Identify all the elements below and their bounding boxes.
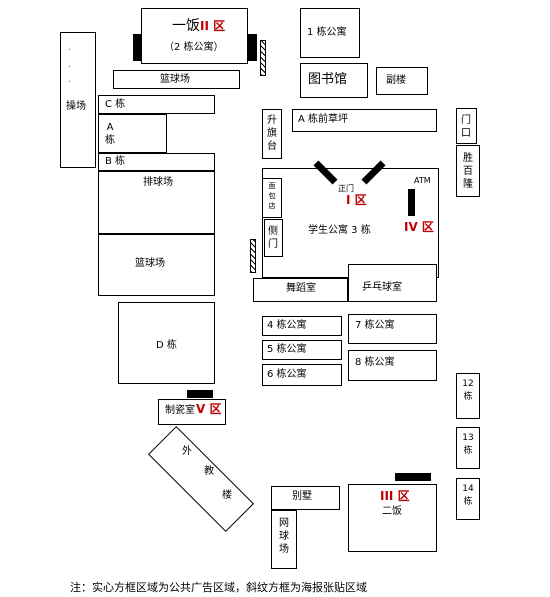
gate-label: 门口 — [461, 115, 471, 139]
marker-dot: . — [68, 60, 71, 70]
tennis-court-block — [271, 510, 297, 569]
ad-panel-zone4 — [408, 189, 415, 216]
volleyball-label: 排球场 — [143, 177, 173, 188]
dorm-1-label: 1 栋公寓 — [307, 27, 347, 38]
pingpong-room-block — [348, 264, 437, 302]
playground-block — [60, 32, 96, 168]
flag-platform-block — [262, 109, 282, 159]
a-building-block — [98, 114, 167, 153]
basketball-top-label: 篮球场 — [160, 74, 190, 85]
d-building-block — [118, 302, 215, 384]
dorm-13-label: 13 栋 — [462, 433, 474, 456]
a-lawn-label: A 栋前草坪 — [298, 114, 349, 125]
ad-panel-zone3 — [395, 473, 431, 481]
bread-shop-block — [262, 178, 282, 218]
zone-1-label: I 区 — [346, 193, 367, 207]
canteen-1-sub: （2 栋公寓） — [164, 42, 224, 53]
canteen-2-label: 二饭 — [382, 506, 402, 517]
student-apt-label: 学生公寓 3 栋 — [308, 225, 371, 236]
dance-room-label: 舞蹈室 — [286, 283, 316, 294]
playground-label: 操场 — [66, 101, 86, 112]
canteen-1-name: 一饭 — [172, 18, 200, 34]
foreign-teacher-label-3: 楼 — [222, 490, 232, 501]
side-gate-block — [264, 219, 283, 257]
a-building-label: A 栋 — [105, 122, 115, 146]
main-gate-label: 正门 — [338, 184, 354, 193]
tennis-court-label: 网球场 — [279, 518, 289, 555]
marker-dot: . — [68, 75, 71, 85]
dorm-4-label: 4 栋公寓 — [267, 320, 307, 331]
library-block — [300, 63, 368, 98]
dorm-8-block — [348, 350, 437, 381]
atm-label: ATM — [414, 176, 431, 185]
dorm-5-block — [262, 340, 342, 360]
dorm-12-block — [456, 373, 480, 419]
marker-dot: . — [68, 43, 71, 53]
dorm-13-block — [456, 427, 480, 469]
dorm-8-label: 8 栋公寓 — [355, 357, 395, 368]
volleyball-court-block — [98, 171, 215, 234]
ceramics-room-block — [158, 399, 226, 425]
fulou-block — [376, 67, 428, 95]
canteen-1-block — [141, 8, 248, 64]
flag-platform-label: 升旗台 — [267, 115, 277, 152]
b-building-label: B 栋 — [105, 156, 126, 167]
ceramics-room-label: 制瓷室 — [165, 405, 195, 416]
dorm-14-block — [456, 478, 480, 520]
c-building-label: C 栋 — [105, 99, 126, 110]
zone-5-label: V 区 — [196, 402, 222, 416]
shengbailong-block — [456, 145, 480, 197]
b-building-block — [98, 153, 215, 171]
basketball-mid-label: 篮球场 — [135, 258, 165, 269]
foreign-teacher-label-1: 外 — [182, 446, 192, 457]
dorm-1-block — [300, 8, 360, 58]
dorm-7-label: 7 栋公寓 — [355, 320, 395, 331]
a-lawn-block — [292, 109, 437, 132]
ad-panel-canteen1-right — [248, 34, 257, 61]
poster-area-side — [250, 239, 256, 273]
dorm-7-block — [348, 314, 437, 344]
gate-block — [456, 108, 477, 144]
basketball-court-top — [113, 70, 240, 89]
shengbailong-label: 胜百隆 — [463, 153, 473, 190]
villa-block — [271, 486, 340, 510]
villa-label: 别墅 — [292, 491, 312, 502]
canteen-2-block — [348, 484, 437, 552]
ad-panel-canteen1-left — [133, 34, 142, 61]
zone-2-label: II 区 — [200, 19, 226, 33]
dorm-14-label: 14 栋 — [462, 484, 474, 507]
dorm-4-block — [262, 316, 342, 336]
library-label: 图书馆 — [308, 72, 348, 87]
fulou-label: 副楼 — [386, 75, 406, 86]
foreign-teacher-label-2: 教 — [204, 466, 214, 477]
legend-note: 注：实心方框区域为公共广告区域，斜纹方框为海报张贴区域 — [70, 581, 367, 594]
c-building-block — [98, 95, 215, 114]
basketball-court-mid — [98, 234, 215, 296]
bread-shop-label: 面包店 — [268, 182, 276, 210]
foreign-teacher-building-block — [147, 425, 255, 533]
dorm-6-label: 6 栋公寓 — [267, 369, 307, 380]
zone-3-label: III 区 — [380, 489, 410, 503]
d-building-label: D 栋 — [156, 340, 177, 351]
dorm-5-label: 5 栋公寓 — [267, 344, 307, 355]
dorm-12-label: 12 栋 — [462, 379, 474, 402]
dance-room-block — [253, 278, 348, 302]
poster-area-canteen1 — [260, 40, 266, 76]
pingpong-label: 乒乓球室 — [362, 282, 402, 293]
zone-4-label: IV 区 — [404, 220, 434, 234]
side-gate-label: 侧门 — [268, 226, 278, 250]
ad-panel-zone5 — [187, 390, 213, 398]
dorm-6-block — [262, 364, 342, 386]
